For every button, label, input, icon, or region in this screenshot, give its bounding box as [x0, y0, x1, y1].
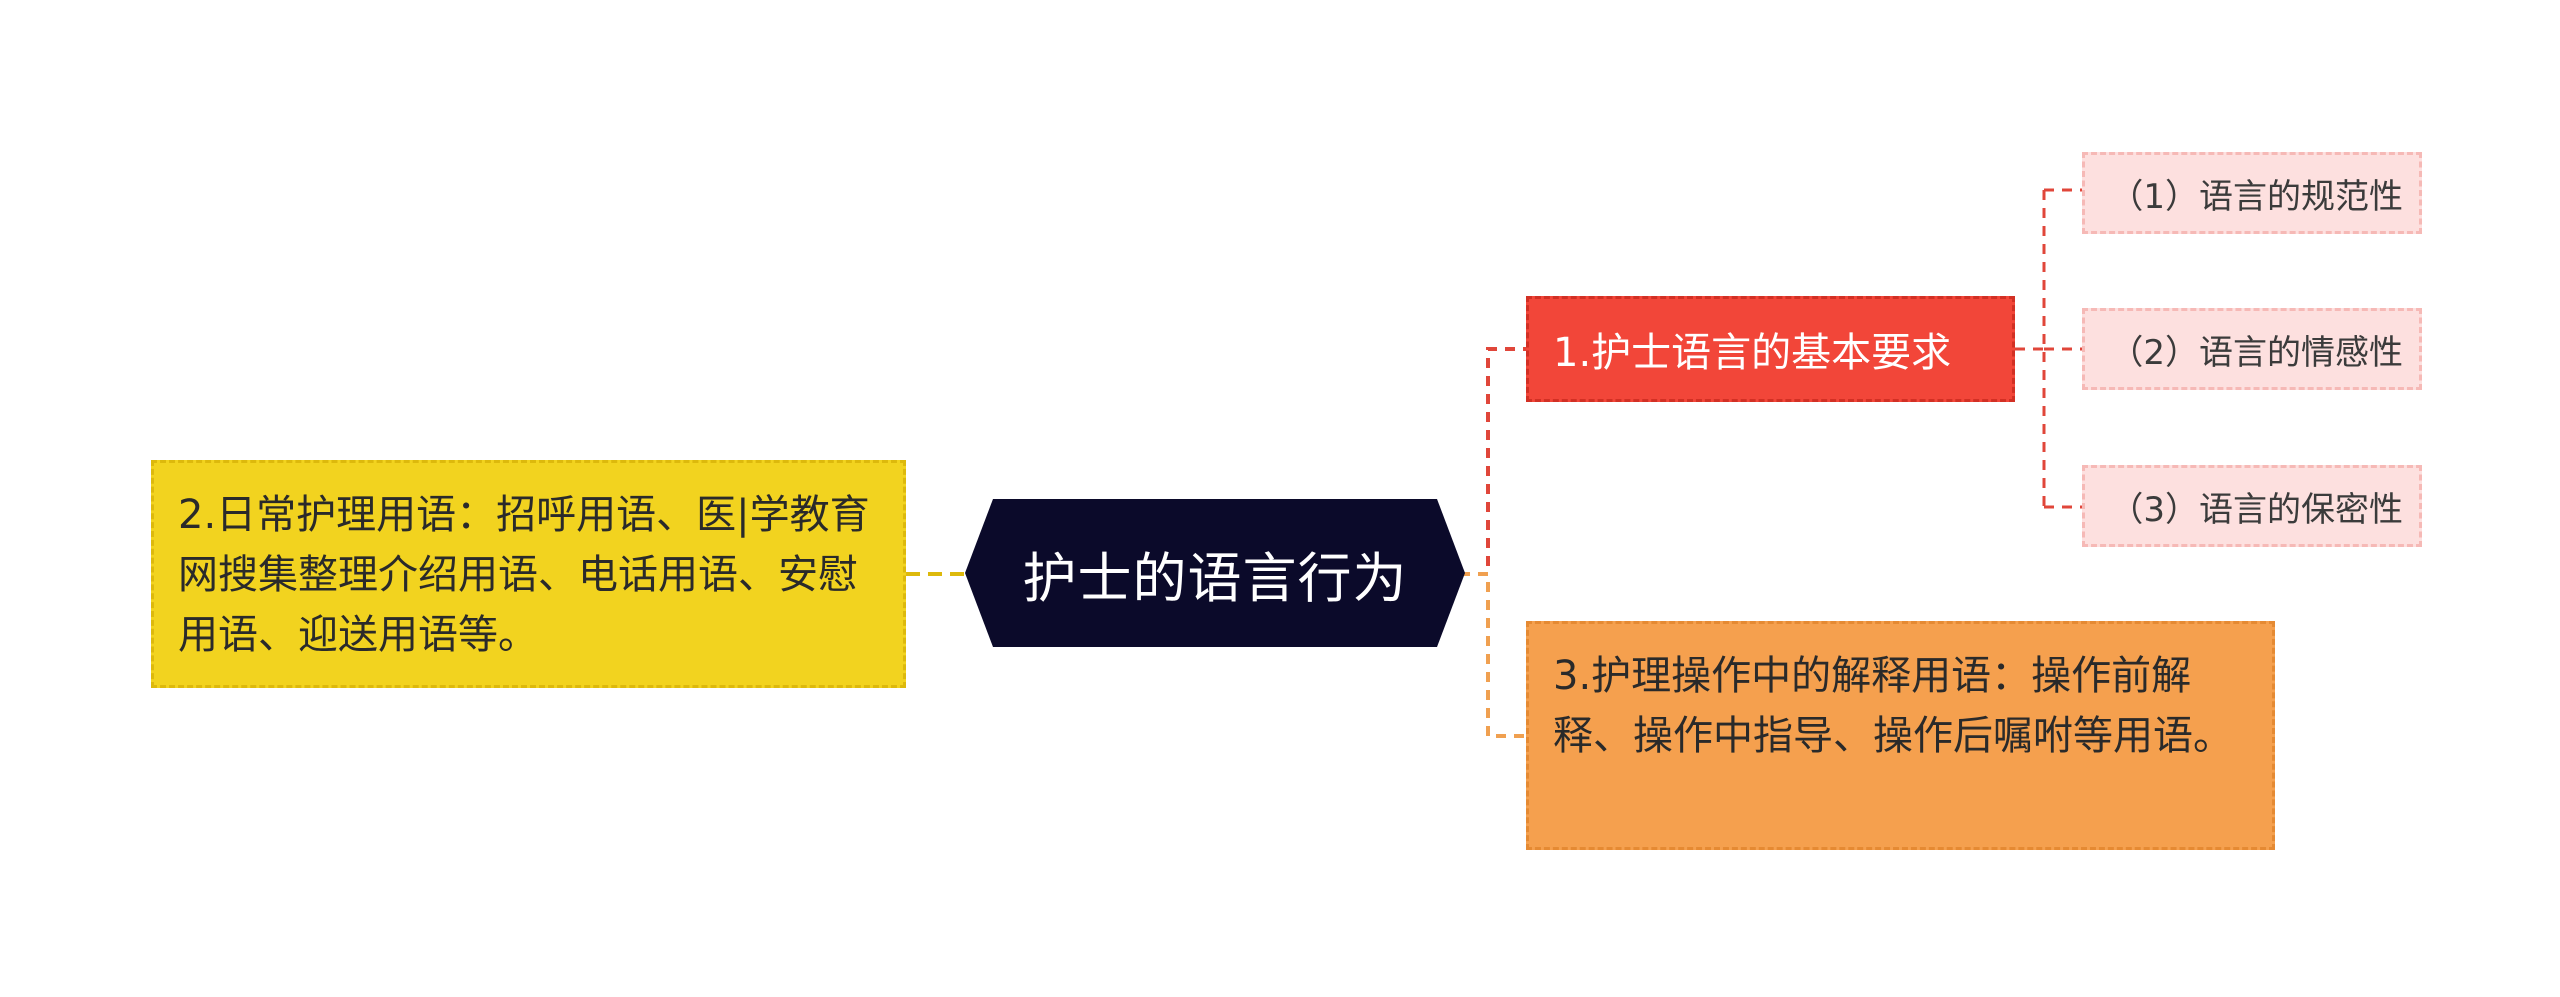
central-topic[interactable]: 护士的语言行为 [965, 499, 1465, 647]
topic-procedure-explanation-text: 3.护理操作中的解释用语：操作前解释、操作中指导、操作后嘱咐等用语。 [1553, 653, 2233, 759]
connector-branch1 [1460, 347, 1526, 576]
subtopic-emotion[interactable]: （2）语言的情感性 [2082, 308, 2422, 390]
central-topic-label: 护士的语言行为 [1022, 546, 1408, 610]
subtopic-label: （1）语言的规范性 [2109, 176, 2403, 217]
connector-branch3 [1460, 572, 1526, 738]
subtopic-label: （3）语言的保密性 [2109, 489, 2403, 530]
topic-daily-nursing-language-text: 2.日常护理用语：招呼用语、医|学教育网搜集整理介绍用语、电话用语、安慰用语、迎… [178, 492, 870, 658]
topic-basic-requirements[interactable]: 1.护士语言的基本要求 [1526, 296, 2015, 402]
central-hexagon-shape [965, 499, 1465, 647]
topic-basic-requirements-label: 1.护士语言的基本要求 [1553, 330, 1952, 376]
topic-daily-nursing-language[interactable]: 2.日常护理用语：招呼用语、医|学教育网搜集整理介绍用语、电话用语、安慰用语、迎… [151, 460, 906, 688]
connector-children [2015, 188, 2082, 509]
subtopic-standardization[interactable]: （1）语言的规范性 [2082, 152, 2422, 234]
subtopic-label: （2）语言的情感性 [2109, 332, 2403, 373]
topic-procedure-explanation[interactable]: 3.护理操作中的解释用语：操作前解释、操作中指导、操作后嘱咐等用语。 [1526, 621, 2275, 850]
subtopic-confidentiality[interactable]: （3）语言的保密性 [2082, 465, 2422, 547]
